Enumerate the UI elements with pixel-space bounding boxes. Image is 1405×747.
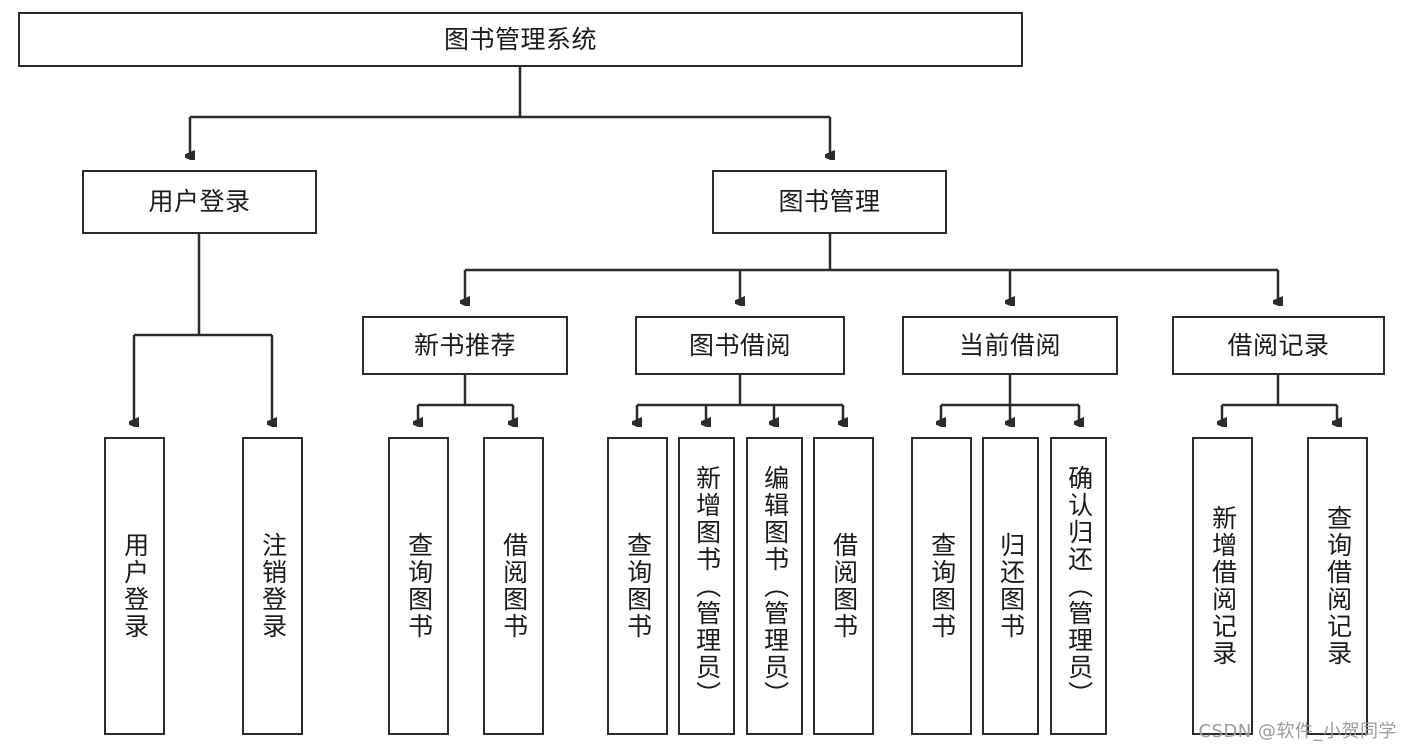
- node-label: 借阅图书: [829, 532, 859, 640]
- node-label: 确认归还（管理员）: [1064, 464, 1094, 708]
- node-leaf-confirm-return-admin[interactable]: 确认归还（管理员）: [1050, 437, 1107, 735]
- node-leaf-return-book[interactable]: 归还图书: [982, 437, 1039, 735]
- node-leaf-query-book-current[interactable]: 查询图书: [911, 437, 972, 735]
- node-label: 查询图书: [927, 532, 957, 640]
- node-label: 新书推荐: [413, 330, 516, 360]
- node-label: 查询图书: [623, 532, 653, 640]
- node-label: 图书借阅: [688, 330, 791, 360]
- node-label: 新增借阅记录: [1208, 505, 1238, 667]
- node-leaf-add-book-admin[interactable]: 新增图书（管理员）: [678, 437, 735, 735]
- node-leaf-edit-book-admin[interactable]: 编辑图书（管理员）: [746, 437, 803, 735]
- node-label: 查询借阅记录: [1323, 505, 1353, 667]
- node-book-management[interactable]: 图书管理: [712, 170, 947, 234]
- node-new-book-recommend[interactable]: 新书推荐: [362, 316, 568, 375]
- node-label: 查询图书: [404, 532, 434, 640]
- node-label: 用户登录: [120, 532, 150, 640]
- node-label: 当前借阅: [958, 330, 1061, 360]
- node-current-borrow[interactable]: 当前借阅: [902, 316, 1118, 375]
- node-label: 用户登录: [148, 187, 251, 217]
- node-leaf-borrow-book[interactable]: 借阅图书: [813, 437, 874, 735]
- node-label: 图书管理系统: [443, 24, 597, 54]
- node-user-login[interactable]: 用户登录: [82, 170, 317, 234]
- node-label: 归还图书: [996, 532, 1026, 640]
- node-leaf-user-login[interactable]: 用户登录: [104, 437, 165, 735]
- node-leaf-query-borrow-record[interactable]: 查询借阅记录: [1307, 437, 1368, 735]
- csdn-watermark: CSDN @软件_小贺同学: [1198, 721, 1397, 742]
- node-leaf-add-borrow-record[interactable]: 新增借阅记录: [1192, 437, 1253, 735]
- node-book-management-system[interactable]: 图书管理系统: [18, 12, 1023, 67]
- node-book-borrow[interactable]: 图书借阅: [635, 316, 845, 375]
- node-label: 编辑图书（管理员）: [760, 464, 790, 708]
- node-leaf-query-book-recommend[interactable]: 查询图书: [388, 437, 449, 735]
- node-label: 借阅图书: [499, 532, 529, 640]
- node-label: 注销登录: [258, 532, 288, 640]
- node-leaf-query-book-borrow[interactable]: 查询图书: [607, 437, 668, 735]
- node-borrow-record[interactable]: 借阅记录: [1172, 316, 1385, 375]
- node-leaf-logout[interactable]: 注销登录: [242, 437, 303, 735]
- node-label: 图书管理: [778, 187, 881, 217]
- node-label: 新增图书（管理员）: [692, 464, 722, 708]
- node-label: 借阅记录: [1227, 330, 1330, 360]
- node-leaf-borrow-book-recommend[interactable]: 借阅图书: [483, 437, 544, 735]
